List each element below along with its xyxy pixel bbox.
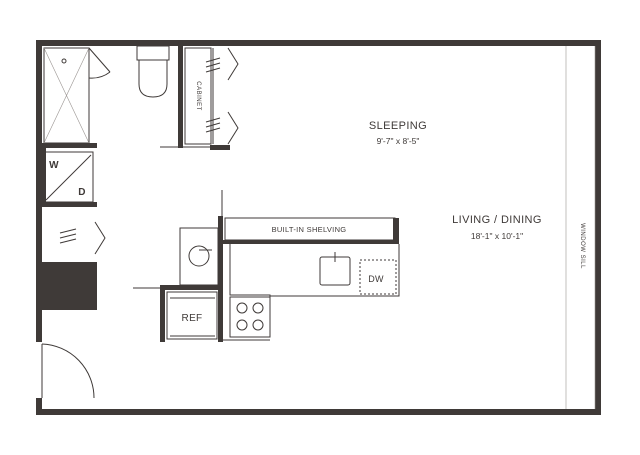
closet: CABINET — [184, 47, 239, 145]
entry-door[interactable] — [41, 343, 95, 399]
living-room-name: LIVING / DINING — [452, 214, 542, 226]
bathroom — [42, 45, 230, 150]
sleeping-room-name: SLEEPING — [369, 120, 427, 132]
washer-label: W — [49, 160, 59, 171]
room-labels: SLEEPING 9'-7" x 8'-5" LIVING / DINING 1… — [369, 120, 542, 241]
dishwasher-label: DW — [368, 274, 384, 284]
built-in-shelving-label: BUILT-IN SHELVING — [272, 225, 347, 234]
cabinet-label: CABINET — [195, 81, 201, 111]
kitchen: BUILT-IN SHELVING DW REF — [133, 190, 400, 342]
dryer-label: D — [78, 187, 86, 198]
refrigerator-label: REF — [182, 313, 203, 324]
living-room-size: 18'-1" x 10'-1" — [471, 231, 523, 241]
laundry: W D — [42, 148, 106, 255]
sleeping-room-size: 9'-7" x 8'-5" — [377, 136, 420, 146]
window-sill-label: WINDOW SILL — [579, 223, 585, 269]
exterior-walls — [36, 40, 601, 415]
window-sill: WINDOW SILL — [565, 46, 600, 409]
